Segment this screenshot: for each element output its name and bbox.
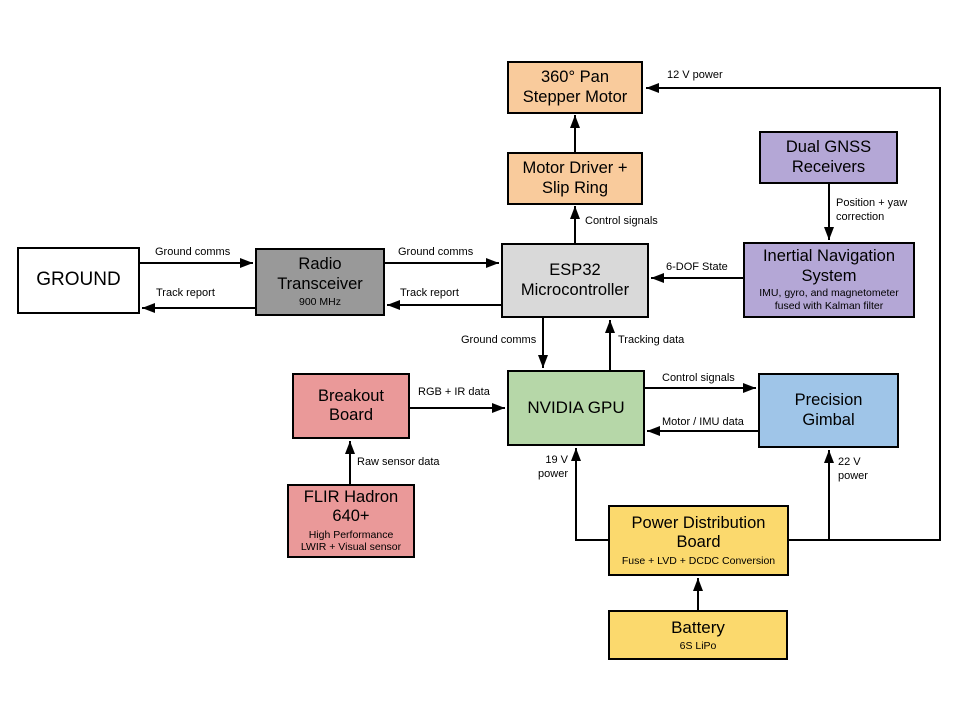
edge-label-control-signals-gimbal: Control signals [662,372,735,384]
node-power-distribution-board: Power Distribution Board Fuse + LVD + DC… [608,505,789,576]
edge-label-6dof-state: 6-DOF State [666,261,728,273]
node-dual-gnss-receivers: Dual GNSS Receivers [759,131,898,184]
node-title: 360° Pan Stepper Motor [522,68,628,106]
node-title: NVIDIA GPU [527,397,625,417]
node-title: Precision Gimbal [794,391,863,429]
node-title: Breakout Board [317,386,385,424]
node-ground: GROUND [17,247,140,314]
node-subtitle: IMU, gyro, and magnetometer fused with K… [759,287,899,312]
edge-label-rgb-ir-data: RGB + IR data [418,386,490,398]
edge-label-ground-comms: Ground comms [461,334,537,346]
edge-label-raw-sensor-data: Raw sensor data [357,456,440,468]
edge-label-track-report: Track report [400,287,459,299]
node-pan-stepper-motor: 360° Pan Stepper Motor [507,61,643,114]
node-subtitle: 6S LiPo [679,639,717,652]
edge-label-motor-imu-data: Motor / IMU data [662,416,744,428]
node-title: Inertial Navigation System [762,247,896,285]
node-esp32-microcontroller: ESP32 Microcontroller [501,243,649,318]
edge-label-12v-power: 12 V power [667,69,723,81]
edge-label-track-report: Track report [156,287,215,299]
node-title: Battery [671,617,725,637]
edge-label-control-signals-motor: Control signals [585,215,658,227]
edge-label-22v-power: 22 V power [838,456,868,482]
edge-label-ground-comms: Ground comms [155,246,231,258]
edge-label-19v-power: 19 V power [538,454,568,480]
edge-12v-power-pdb-to-stepper [646,83,941,541]
edge-label-position-yaw-correction: Position + yaw correction [836,197,908,223]
node-motor-driver-slip-ring: Motor Driver + Slip Ring [507,152,643,205]
node-subtitle: 900 MHz [298,296,341,309]
node-title: Radio Transceiver [277,255,363,293]
edge-label-ground-comms: Ground comms [398,246,474,258]
node-subtitle: High Performance LWIR + Visual sensor [300,528,402,554]
node-breakout-board: Breakout Board [292,373,410,439]
node-inertial-navigation-system: Inertial Navigation System IMU, gyro, an… [743,242,915,318]
node-title: Motor Driver + Slip Ring [522,159,628,197]
edge-label-tracking-data: Tracking data [618,334,685,346]
edge-19v-power-pdb-to-gpu [571,448,608,541]
node-title: ESP32 Microcontroller [520,261,630,299]
node-precision-gimbal: Precision Gimbal [758,373,899,448]
node-title: Power Distribution Board [631,513,766,552]
node-flir-hadron: FLIR Hadron 640+ High Performance LWIR +… [287,484,415,558]
node-battery: Battery 6S LiPo [608,610,788,660]
node-title: GROUND [36,269,121,291]
node-title: FLIR Hadron 640+ [303,487,399,526]
node-nvidia-gpu: NVIDIA GPU [507,370,645,446]
node-subtitle: Fuse + LVD + DCDC Conversion [621,554,776,567]
node-title: Dual GNSS Receivers [785,138,872,176]
node-radio-transceiver: Radio Transceiver 900 MHz [255,248,385,316]
